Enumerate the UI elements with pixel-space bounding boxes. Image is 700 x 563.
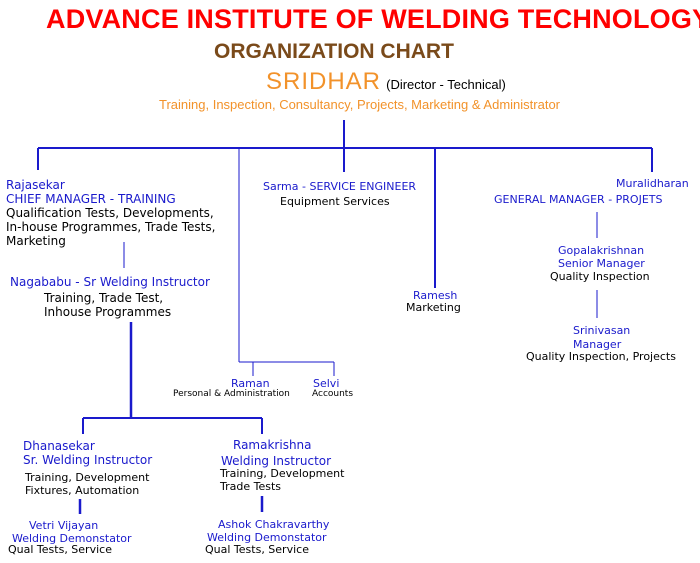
dhanasekar-line-2: Fixtures, Automation bbox=[25, 484, 140, 497]
dhanasekar-title: Sr. Welding Instructor bbox=[23, 453, 153, 467]
ramesh-name: Ramesh bbox=[413, 289, 458, 302]
nagababu-node: Training, Trade Test, Inhouse Programmes bbox=[44, 291, 171, 319]
selvi-desc: Accounts bbox=[312, 389, 354, 399]
raman-name: Raman bbox=[231, 377, 270, 390]
vetri-desc: Qual Tests, Service bbox=[8, 543, 112, 556]
muralidharan-name: Muralidharan bbox=[616, 177, 689, 190]
ramakrishna-line-2: Trade Tests bbox=[220, 480, 282, 493]
director-role: (Director - Technical) bbox=[386, 77, 506, 92]
director-desc: Training, Inspection, Consultancy, Proje… bbox=[159, 97, 561, 112]
director-node: SRIDHAR (Director - Technical) bbox=[266, 68, 506, 96]
director-name: SRIDHAR bbox=[266, 68, 382, 95]
rajasekar-line-1: Qualification Tests, Developments, bbox=[6, 206, 214, 220]
chart-subtitle: ORGANIZATION CHART bbox=[214, 40, 454, 63]
nagababu-line-2: Inhouse Programmes bbox=[44, 305, 172, 319]
gopalakrishnan-node: Gopalakrishnan Senior Manager Quality In… bbox=[550, 244, 650, 283]
gopalakrishnan-name: Gopalakrishnan bbox=[558, 244, 645, 257]
gopalakrishnan-title: Senior Manager bbox=[558, 257, 645, 270]
srinivasan-title: Manager bbox=[573, 338, 622, 351]
rajasekar-line-2: In-house Programmes, Trade Tests, bbox=[6, 220, 216, 234]
sarma-desc: Equipment Services bbox=[280, 195, 390, 208]
ramakrishna-line-1: Training, Development bbox=[220, 467, 345, 480]
vetri-name: Vetri Vijayan bbox=[29, 519, 99, 532]
rajasekar-line-3: Marketing bbox=[6, 234, 66, 248]
selvi-name: Selvi bbox=[313, 377, 340, 390]
gopalakrishnan-desc: Quality Inspection bbox=[550, 270, 650, 283]
rajasekar-node: Rajasekar CHIEF MANAGER - TRAINING Quali… bbox=[6, 178, 215, 248]
rajasekar-name: Rajasekar bbox=[6, 178, 65, 192]
ramakrishna-desc: Training, Development Trade Tests bbox=[220, 467, 344, 493]
ramakrishna-title: Welding Instructor bbox=[221, 454, 332, 468]
dhanasekar-node: Dhanasekar Sr. Welding Instructor bbox=[23, 439, 152, 467]
nagababu-line-1: Training, Trade Test, bbox=[44, 291, 164, 305]
ramesh-desc: Marketing bbox=[406, 301, 461, 314]
rajasekar-title: CHIEF MANAGER - TRAINING bbox=[6, 192, 176, 206]
dhanasekar-desc: Training, Development Fixtures, Automati… bbox=[25, 471, 149, 497]
raman-desc: Personal & Administration bbox=[173, 389, 290, 399]
dhanasekar-line-1: Training, Development bbox=[25, 471, 150, 484]
dhanasekar-name: Dhanasekar bbox=[23, 439, 95, 453]
ashok-name: Ashok Chakravarthy bbox=[218, 518, 330, 531]
srinivasan-desc: Quality Inspection, Projects bbox=[526, 350, 676, 363]
muralidharan-title: GENERAL MANAGER - PROJETS bbox=[494, 193, 663, 206]
ashok-title: Welding Demonstator bbox=[207, 531, 327, 544]
srinivasan-name: Srinivasan bbox=[573, 324, 631, 337]
ashok-desc: Qual Tests, Service bbox=[205, 543, 309, 556]
chart-title: ADVANCE INSTITUTE OF WELDING TECHNOLOGY bbox=[46, 4, 700, 34]
nagababu-title: Nagababu - Sr Welding Instructor bbox=[10, 275, 210, 289]
vetri-title: Welding Demonstator bbox=[12, 532, 132, 545]
sarma-title: Sarma - SERVICE ENGINEER bbox=[263, 180, 417, 193]
ramakrishna-name: Ramakrishna bbox=[233, 438, 312, 452]
